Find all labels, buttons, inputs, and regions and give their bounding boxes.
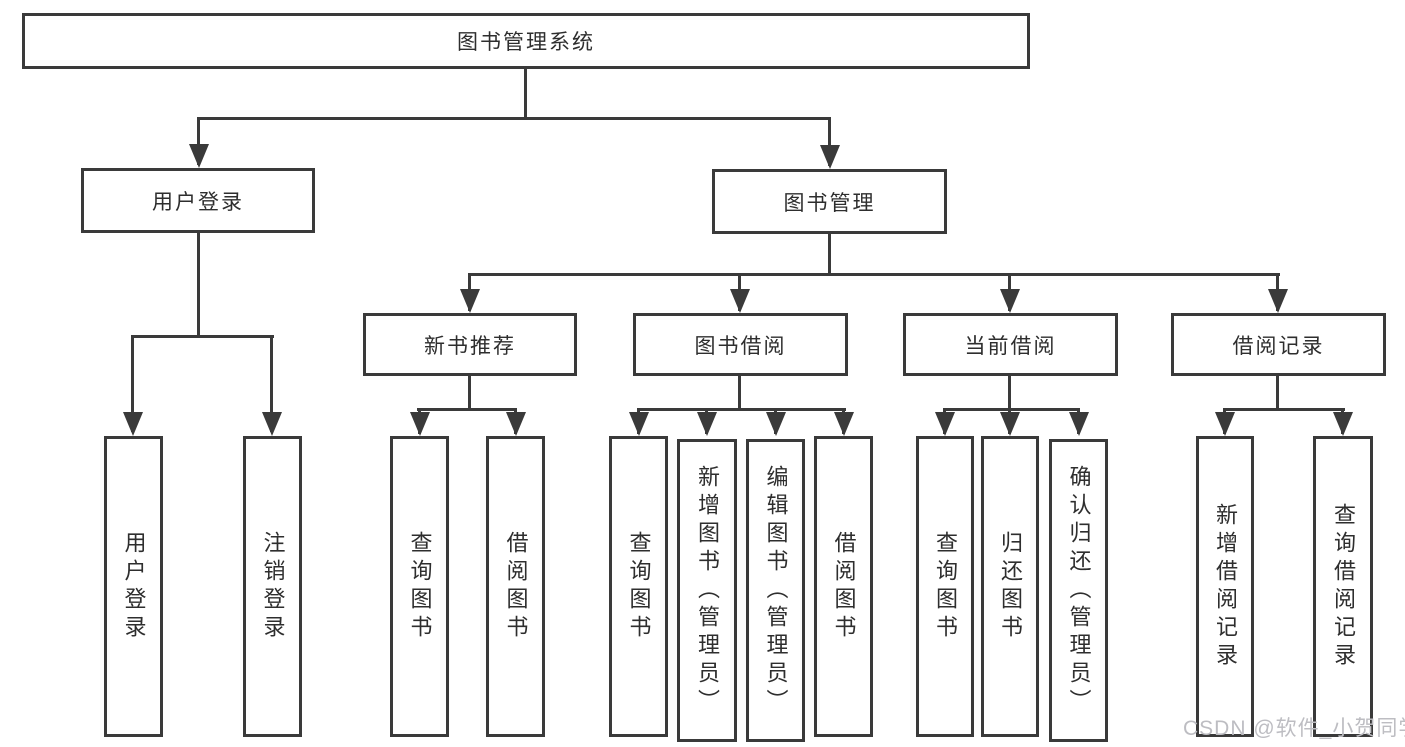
arrow-down-icon [766, 412, 786, 436]
connector-current-borrow-rail [943, 408, 1080, 411]
leaf-box-query-books-recommend: 查询图书 [390, 436, 449, 737]
leaf-box-logout: 注销登录 [243, 436, 302, 737]
branch-box-book-management: 图书管理 [712, 169, 947, 234]
leaf-box-borrow-books: 借阅图书 [814, 436, 873, 737]
connector-drop-book-management [828, 117, 831, 166]
connector-new-book-stem [468, 376, 471, 411]
connector-drop-leaf-login [131, 335, 134, 432]
arrow-down-icon [629, 412, 649, 436]
leaf-box-query-books-borrow: 查询图书 [609, 436, 668, 737]
arrow-down-icon [189, 144, 209, 168]
connector-book-borrow-stem [738, 376, 741, 411]
connector-root-stem [524, 68, 527, 120]
arrow-down-icon [834, 412, 854, 436]
arrow-down-icon [1000, 412, 1020, 436]
connector-new-book-rail [417, 408, 517, 411]
leaf-box-add-borrow-record: 新增借阅记录 [1196, 436, 1254, 737]
arrow-down-icon [1268, 289, 1288, 313]
arrow-down-icon [730, 289, 750, 313]
arrow-down-icon [506, 412, 526, 436]
arrow-down-icon [1215, 412, 1235, 436]
leaf-box-add-book-admin: 新增图书（管理员） [677, 439, 737, 742]
module-box-current-borrow: 当前借阅 [903, 313, 1118, 376]
arrow-down-icon [410, 412, 430, 436]
arrow-down-icon [262, 412, 282, 436]
branch-box-user-login: 用户登录 [81, 168, 315, 233]
connector-level2-rail [197, 117, 831, 120]
arrow-down-icon [1069, 412, 1089, 436]
connector-current-borrow-stem [1008, 376, 1011, 411]
arrow-down-icon [123, 412, 143, 436]
leaf-box-borrow-books-recommend: 借阅图书 [486, 436, 545, 737]
leaf-box-user-login: 用户登录 [104, 436, 163, 737]
connector-user-login-rail [131, 335, 274, 338]
module-box-new-book-recommend: 新书推荐 [363, 313, 577, 376]
connector-borrow-records-rail [1223, 408, 1345, 411]
module-box-book-borrow: 图书借阅 [633, 313, 848, 376]
csdn-watermark: CSDN @软件_小贺同学 [1183, 717, 1405, 740]
leaf-box-confirm-return-admin: 确认归还（管理员） [1049, 439, 1108, 742]
root-box-library-system: 图书管理系统 [22, 13, 1030, 69]
leaf-box-return-book: 归还图书 [981, 436, 1039, 737]
arrow-down-icon [1000, 289, 1020, 313]
connector-user-login-stem [197, 232, 200, 338]
arrow-down-icon [935, 412, 955, 436]
leaf-box-edit-book-admin: 编辑图书（管理员） [746, 439, 805, 742]
connector-book-management-stem [828, 233, 831, 276]
connector-drop-leaf-logout [270, 335, 273, 432]
arrow-down-icon [820, 145, 840, 169]
connector-book-borrow-rail [637, 408, 846, 411]
arrow-down-icon [1333, 412, 1353, 436]
arrow-down-icon [460, 289, 480, 313]
connector-level3-rail [468, 273, 1280, 276]
leaf-box-query-books-current: 查询图书 [916, 436, 974, 737]
leaf-box-query-borrow-record: 查询借阅记录 [1313, 436, 1373, 737]
arrow-down-icon [697, 412, 717, 436]
connector-borrow-records-stem [1276, 376, 1279, 411]
connector-drop-user-login [197, 117, 200, 165]
module-box-borrow-records: 借阅记录 [1171, 313, 1386, 376]
